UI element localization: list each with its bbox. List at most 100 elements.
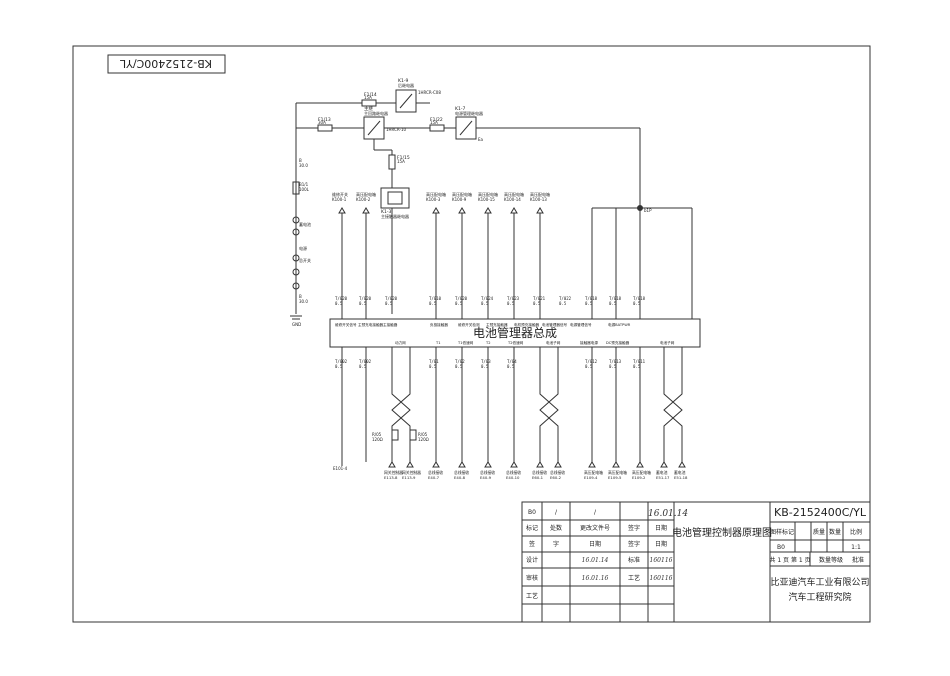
lower-pin-size: 0.5 xyxy=(481,364,489,369)
lower-pin-label: T/011 xyxy=(633,359,646,364)
bottom-connector-name: 网关控制器 xyxy=(384,470,403,475)
bottom-connector-name: 高压配电箱 xyxy=(632,470,651,475)
left-chain-label: 30.0 xyxy=(299,299,308,304)
fuse-rating: 15A xyxy=(397,159,405,164)
upper-pin-size: 0.5 xyxy=(429,301,437,306)
bottom-connector-name: 总线接收 xyxy=(454,470,469,475)
company-name: 比亚迪汽车工业有限公司 xyxy=(770,576,869,588)
bms-output-label: 电池子网 xyxy=(660,340,675,345)
connector-triangle xyxy=(432,207,440,214)
upper-pin-size: 0.5 xyxy=(335,301,343,306)
rev-file: 更改文件号 xyxy=(580,524,610,532)
sheet-info: 共 1 页 第 1 页 xyxy=(769,556,810,564)
upper-pin-size: 0.5 xyxy=(585,301,593,306)
rotated-drawing-number: KB-2152400C/YL xyxy=(107,54,226,74)
bottom-connector-triangle xyxy=(484,461,492,468)
relay-code: Ea xyxy=(478,137,484,142)
sign-date: 16.01.14 xyxy=(582,557,609,564)
bms-output-label: T1 xyxy=(435,341,440,345)
bottom-connector-code: E51-18 xyxy=(674,475,688,480)
upper-pin-size: 0.5 xyxy=(609,301,617,306)
upper-pin-label: T/018 xyxy=(633,296,646,301)
bottom-connector-triangle xyxy=(612,461,620,468)
upper-pin-size: 0.5 xyxy=(455,301,463,306)
scale-label: 比例 xyxy=(850,528,862,536)
bottom-connector-code: E109-5 xyxy=(608,475,622,480)
bottom-connector-name: 总线接收 xyxy=(506,470,521,475)
lower-pin-label: T/04 xyxy=(507,359,517,364)
left-chain-label: B xyxy=(299,294,302,299)
rotated-drawing-number-text: KB-2152400C/YL xyxy=(119,57,212,70)
lower-pin-size: 0.5 xyxy=(585,364,593,369)
bms-input-label: 主预充电接触器 xyxy=(358,322,384,327)
bottom-connector-name: 总线接收 xyxy=(550,470,565,475)
relay-label: K1-7 xyxy=(455,106,465,112)
company-institute: 汽车工程研究院 xyxy=(788,591,851,603)
lower-pin-label: T/002 xyxy=(335,359,348,364)
left-chain-label: 总开关 xyxy=(299,257,311,263)
lower-pin-size: 0.5 xyxy=(429,364,437,369)
quantity-label: 质量 xyxy=(813,528,825,536)
bms-input-label: 电源管理信号 xyxy=(570,322,592,327)
upper-pin-size: 0.5 xyxy=(533,301,541,306)
relay-label: K1-3 xyxy=(381,209,391,215)
lower-pin-label: T/002 xyxy=(359,359,372,364)
upper-pin-label: T/022 xyxy=(559,296,572,301)
bms-output-label: T1低速网 xyxy=(457,340,474,345)
sheet-border xyxy=(72,45,871,623)
rev-date: 日期 xyxy=(655,524,667,532)
bms-input-label: 维修开关检测 xyxy=(458,322,480,327)
bottom-connector-lines xyxy=(341,347,686,468)
top-connector-code: K100-1 xyxy=(332,197,347,202)
upper-pin-label: T/024 xyxy=(481,296,494,301)
upper-pin-label: T/020 xyxy=(385,296,398,301)
connector-triangle xyxy=(484,207,492,214)
bottom-connector-code: E109-2 xyxy=(632,475,646,480)
bottom-connector-code: E40-9 xyxy=(480,475,492,480)
approval-label: 批准 xyxy=(852,556,864,564)
lower-pin-size: 0.5 xyxy=(609,364,617,369)
bms-output-label: DC预充接触器 xyxy=(606,340,630,345)
upper-pin-size: 0.5 xyxy=(359,301,367,306)
bottom-connector-name: 蓄电池 xyxy=(656,470,668,475)
ground-label: GND xyxy=(292,322,301,327)
scale-value: 1:1 xyxy=(851,544,861,551)
connector-triangle xyxy=(362,207,370,214)
bms-output-label: T2低速网 xyxy=(507,340,524,345)
rev-file: 日期 xyxy=(589,540,601,548)
lower-pin-size: 0.5 xyxy=(359,364,367,369)
top-connector-code: K100-9 xyxy=(452,197,467,202)
rev-count: / xyxy=(555,509,558,516)
rev-sign: 签字 xyxy=(628,540,640,548)
upper-pin-label: T/018 xyxy=(585,296,598,301)
left-chain-label: 100L xyxy=(299,187,310,192)
left-bottom-code: E101-4 xyxy=(333,466,348,471)
top-connector-code: K100-13 xyxy=(530,197,547,202)
fuse-rating: 15A xyxy=(364,95,372,100)
top-connector-code: K100-2 xyxy=(356,197,371,202)
connector-triangle xyxy=(338,207,346,214)
lower-pin-label: T/013 xyxy=(609,359,622,364)
connector-triangle xyxy=(536,207,544,214)
top-connector-code: K100-3 xyxy=(426,197,441,202)
bms-output-label: T2 xyxy=(485,341,490,345)
upper-pin-size: 0.5 xyxy=(507,301,515,306)
bms-output-label: 电池子网 xyxy=(546,340,561,345)
twisted-pairs xyxy=(391,388,683,441)
relay-label: K1-9 xyxy=(398,78,408,84)
lower-pin-size: 0.5 xyxy=(633,364,641,369)
count-label: 数量 xyxy=(829,528,841,536)
bms-title: 电池管理器总成 xyxy=(473,325,557,340)
drawing-title: 电池管理控制器原理图 xyxy=(672,526,772,539)
bottom-connector-triangle xyxy=(536,461,544,468)
top-connector-name: 维修开关 xyxy=(332,191,348,197)
weight-grade-label: 数量等级 xyxy=(819,556,843,564)
upper-pin-size: 0.5 xyxy=(385,301,393,306)
fuse-rating: 30A xyxy=(318,120,326,125)
fuse-label: F1/14 xyxy=(364,92,377,98)
bottom-connector-triangle xyxy=(660,461,668,468)
